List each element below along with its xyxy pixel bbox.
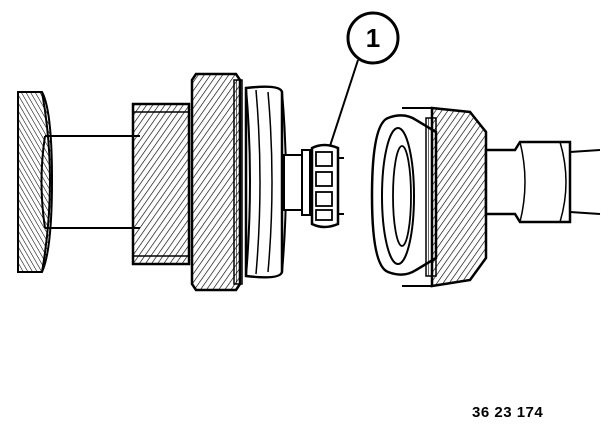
left-shaft-end [17,91,54,273]
hub-collar [283,149,311,216]
figure-reference-number: 36 23 174 [472,404,544,421]
right-shaft [484,140,601,224]
needle-bearing-part-1 [310,143,344,229]
callout-1: 1 [329,11,400,147]
synchronizer-ring [244,85,287,279]
main-shaft [40,135,140,229]
callout-1-label: 1 [366,23,380,53]
first-gear [131,102,191,266]
second-gear [190,72,243,292]
right-gear-with-cone [370,106,488,288]
